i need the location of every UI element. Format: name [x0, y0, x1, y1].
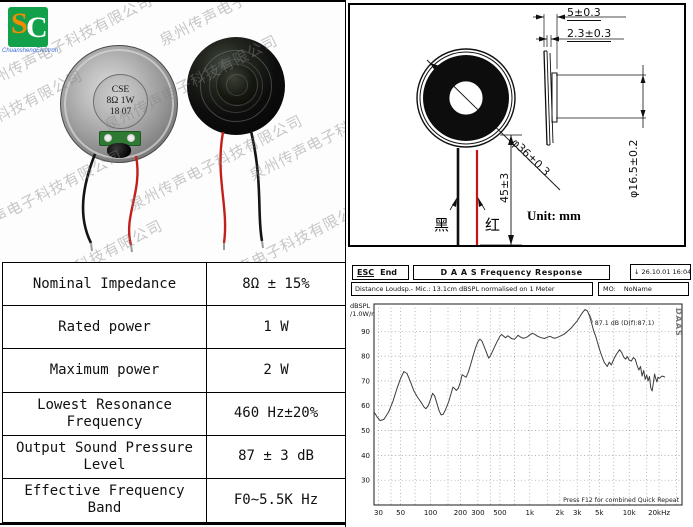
dimension-drawing	[416, 14, 646, 245]
speaker-wires	[81, 130, 264, 253]
svg-text:90: 90	[361, 328, 370, 336]
speaker-photo-back-view: CSE 8Ω 1W 18 07	[60, 45, 178, 163]
black-wire-label: 黑	[434, 217, 450, 234]
company-watermark-text: 泉州传声电子科技有限公司	[0, 215, 166, 262]
dim-magnet-diameter: φ16.5±0.2	[627, 139, 640, 198]
model-label: MO:	[603, 285, 616, 293]
svg-text:87.1 dB (D(f):87.1): 87.1 dB (D(f):87.1)	[595, 320, 654, 327]
speaker-photo-front-view	[187, 37, 285, 135]
chart-model-box: MO: NoName	[598, 282, 689, 296]
end-label: End	[380, 268, 397, 277]
svg-text:DAAS: DAAS	[674, 308, 683, 337]
svg-text:100: 100	[424, 509, 437, 517]
spec-value: 87 ± 3 dB	[207, 436, 345, 479]
svg-text:500: 500	[493, 509, 506, 517]
speaker-label-date: 18 07	[109, 107, 132, 117]
chart-subtitle-box: Distance Loudsp.- Mic.: 13.1cm dBSPL nor…	[351, 282, 593, 296]
svg-text:30: 30	[361, 477, 370, 485]
y-axis-title: dBSPL /1.0W/m	[350, 302, 378, 318]
red-wire-label: 红	[485, 217, 501, 234]
svg-text:Press F12 for combined Quick R: Press F12 for combined Quick Repeat	[563, 497, 679, 504]
spec-value: F0~5.5K Hz	[233, 491, 319, 508]
svg-text:10k: 10k	[623, 509, 637, 517]
spec-name: Effective Frequency Band	[3, 478, 207, 522]
esc-end-box: ESC End	[352, 265, 409, 280]
svg-text:300: 300	[471, 509, 484, 517]
spec-name: Nominal Impedance	[3, 263, 207, 307]
spec-value: 8Ω ± 15%	[207, 263, 345, 307]
dim-wire-length: 45±3	[498, 172, 511, 203]
speaker-component	[107, 143, 131, 158]
company-watermark-text: 泉州传声电子科技有限公司	[192, 197, 345, 262]
svg-text:80: 80	[361, 353, 370, 361]
dim-total-thickness: 5±0.3	[567, 6, 601, 21]
svg-text:70: 70	[361, 377, 370, 385]
svg-text:20kHz: 20kHz	[648, 509, 670, 517]
speaker-label-spec: 8Ω 1W	[106, 96, 135, 106]
svg-text:3k: 3k	[573, 509, 582, 517]
spec-name: Maximum power	[3, 349, 207, 393]
product-photo-panel: S C ChuanshengElectron CSE 8Ω 1W 18 07	[0, 0, 345, 262]
svg-text:50: 50	[396, 509, 405, 517]
spec-name: Output Sound Pressure Level	[3, 435, 207, 479]
logo-subtext: ChuanshengElectron	[2, 48, 59, 54]
unit-label: Unit: mm	[527, 208, 581, 223]
speaker-label-brand: CSE	[111, 85, 130, 95]
frequency-response-plot: 30 40 50 60 70 80 90 30 50 100 200 300 500 1k 2k 3k 5k 10…	[361, 303, 683, 517]
spec-value: 460 Hz±20%	[207, 393, 345, 436]
company-logo: S C	[8, 7, 48, 47]
spec-name: Lowest Resonance Frequency	[3, 392, 207, 436]
svg-text:50: 50	[361, 427, 370, 435]
dimension-drawing-panel: 5±0.3 2.3±0.3 φ36±0.3 φ16.5±0.2 45±3 黑 红…	[348, 3, 686, 247]
logo-letter-c: C	[26, 11, 48, 44]
model-value: NoName	[623, 285, 652, 293]
chart-datetime-box: ↓ 26.10.01 16:04	[630, 264, 691, 280]
company-watermark-layer: 泉州传声电子科技有限公司泉州传声电子科技有限公司泉州传声电子科技有限公司泉州传声…	[0, 2, 345, 262]
frequency-response-panel: ESC End D A A S Frequency Response ↓ 26.…	[346, 262, 693, 527]
speaker-rim	[64, 49, 174, 159]
spec-name: Rated power	[3, 306, 207, 350]
svg-text:30: 30	[374, 509, 383, 517]
speaker-label: CSE 8Ω 1W 18 07	[93, 74, 148, 129]
svg-text:5k: 5k	[595, 509, 604, 517]
chart-title: D A A S Frequency Response	[440, 268, 583, 277]
dim-frame-thickness: 2.3±0.3	[567, 27, 612, 42]
svg-text:200: 200	[454, 509, 467, 517]
chart-title-box: D A A S Frequency Response	[413, 265, 610, 280]
speaker-dome	[216, 64, 258, 106]
svg-text:1k: 1k	[526, 509, 535, 517]
logo-letter-s: S	[11, 7, 28, 40]
chart-datetime: ↓ 26.10.01 16:04	[634, 268, 691, 276]
svg-text:2k: 2k	[556, 509, 565, 517]
spec-table: Nominal Impedance 8Ω ± 15% Rated power 1…	[2, 262, 346, 523]
spec-value: 1 W	[207, 306, 345, 350]
spec-value: 2 W	[207, 349, 345, 393]
svg-text:60: 60	[361, 402, 370, 410]
chart-subtitle: Distance Loudsp.- Mic.: 13.1cm dBSPL nor…	[355, 285, 555, 293]
esc-key-label: ESC	[357, 268, 375, 277]
svg-text:40: 40	[361, 452, 370, 460]
